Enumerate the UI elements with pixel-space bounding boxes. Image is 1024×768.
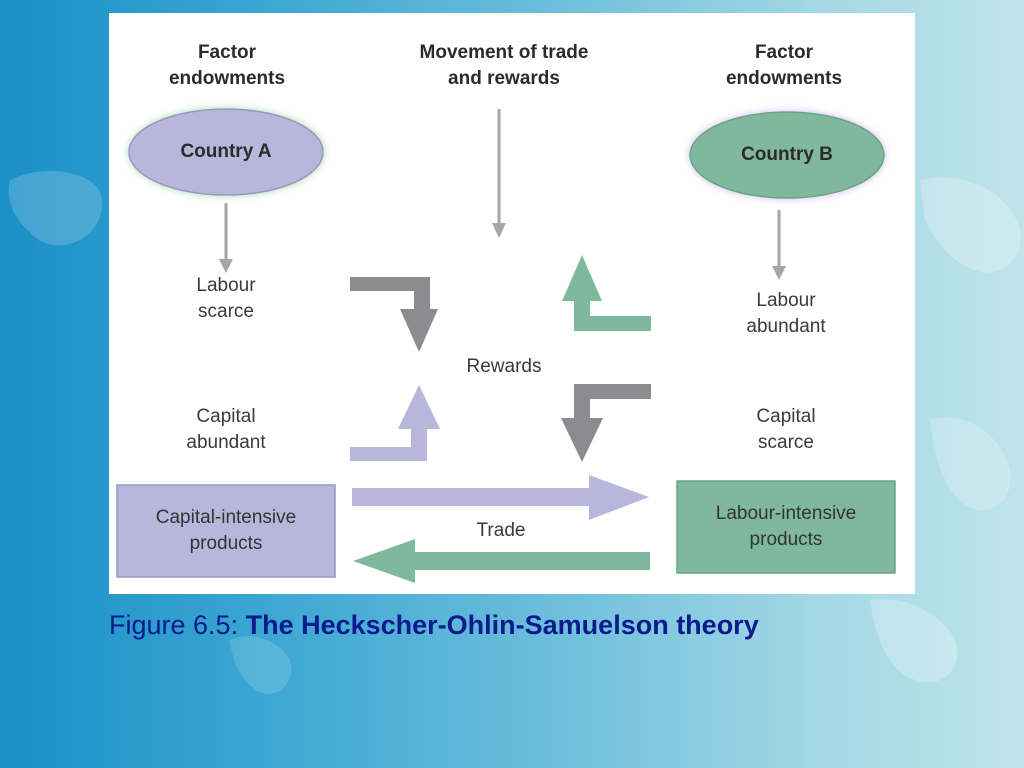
caption-prefix: Figure 6.5: bbox=[109, 610, 246, 640]
country-b-ellipse bbox=[689, 111, 885, 199]
rewards-arrow-grey-right bbox=[561, 384, 651, 462]
country-a-ellipse bbox=[128, 108, 324, 196]
country-b-labour: Labour abundant bbox=[746, 290, 826, 337]
country-a-capital: Capital abundant bbox=[186, 406, 266, 453]
labour-intensive-box bbox=[676, 480, 896, 574]
arrow-a-down bbox=[219, 203, 233, 273]
right-header: Factor endowments bbox=[725, 42, 843, 89]
capital-intensive-label: Capital-intensive products bbox=[155, 507, 297, 554]
trade-arrow-purple bbox=[352, 475, 649, 520]
country-b-label: Country B bbox=[741, 144, 833, 165]
country-b-capital: Capital scarce bbox=[756, 406, 816, 453]
rewards-arrow-grey-left bbox=[350, 277, 438, 352]
diagram-panel: Factor endowments Movement of trade and … bbox=[109, 13, 915, 594]
arrow-center-down bbox=[492, 109, 506, 238]
diagram-graphics bbox=[116, 108, 896, 583]
rewards-arrow-purple-left bbox=[350, 385, 440, 461]
country-a-label: Country A bbox=[180, 141, 272, 162]
center-header: Movement of trade and rewards bbox=[419, 42, 589, 89]
rewards-label: Rewards bbox=[466, 356, 542, 377]
left-header: Factor endowments bbox=[168, 42, 286, 89]
capital-intensive-box bbox=[116, 484, 336, 578]
trade-arrow-green bbox=[353, 539, 650, 583]
labour-intensive-label: Labour-intensive products bbox=[715, 503, 857, 550]
country-a-labour: Labour scarce bbox=[196, 275, 256, 322]
figure-caption: Figure 6.5: The Heckscher-Ohlin-Samuelso… bbox=[109, 610, 759, 641]
arrow-b-down bbox=[772, 210, 786, 280]
caption-title: The Heckscher-Ohlin-Samuelson theory bbox=[245, 610, 759, 640]
trade-label: Trade bbox=[476, 520, 526, 541]
rewards-arrow-green-right bbox=[562, 255, 651, 331]
